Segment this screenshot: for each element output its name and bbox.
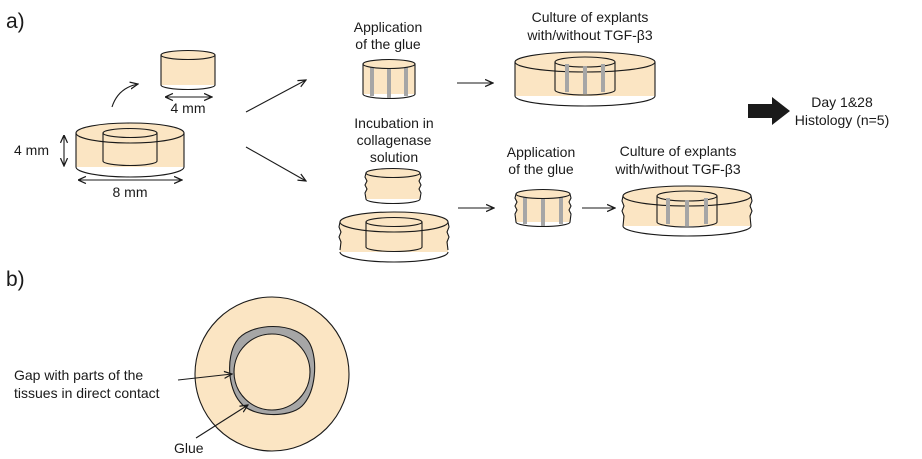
bottom-step3-line2: with/without TGF-β3 xyxy=(614,161,740,177)
extraction-arrow xyxy=(111,84,138,108)
outcome-arrow xyxy=(748,97,790,125)
top-step2-line1: Culture of explants xyxy=(532,9,649,25)
top-cultured-explant xyxy=(514,51,656,107)
top-step1-line1: Application xyxy=(354,19,423,35)
gap-label-line2: tissues in direct contact xyxy=(14,385,160,401)
panel-a-label: a) xyxy=(6,10,25,33)
gap-label-line1: Gap with parts of the xyxy=(14,367,143,383)
branch-arrow-down xyxy=(245,146,306,181)
gap-arrow xyxy=(177,374,232,381)
disc-width-label: 8 mm xyxy=(113,184,148,200)
outcome-line2: Histology (n=5) xyxy=(795,112,890,128)
bottom-step1-line2: collagenase xyxy=(357,132,432,148)
branch-arrow-up xyxy=(245,80,306,113)
top-view-explant xyxy=(194,296,350,452)
top-step1-line2: of the glue xyxy=(355,36,421,52)
bottom-step1-line3: solution xyxy=(370,149,418,165)
glue-arrow xyxy=(195,405,248,439)
bottom-step2-line1: Application xyxy=(507,144,576,160)
core-width-label: 4 mm xyxy=(171,100,206,116)
bottom-step1-line1: Incubation in xyxy=(354,115,433,131)
explant-disc xyxy=(75,122,185,178)
bottom-step2-line2: of the glue xyxy=(508,161,574,177)
bottom-cultured-explant xyxy=(621,185,753,237)
panel-b-label: b) xyxy=(6,268,25,291)
outcome-line1: Day 1&28 xyxy=(811,94,873,110)
bottom-core-with-glue xyxy=(514,188,572,228)
glue-label: Glue xyxy=(174,440,204,456)
bottom-disc-incubated xyxy=(338,211,450,263)
top-step2-line2: with/without TGF-β3 xyxy=(526,27,652,43)
top-core-with-glue xyxy=(362,58,416,100)
bottom-step3-line1: Culture of explants xyxy=(620,143,737,159)
bottom-core-incubated xyxy=(364,167,422,205)
disc-height-label: 4 mm xyxy=(14,142,49,158)
core-cylinder xyxy=(160,49,216,91)
